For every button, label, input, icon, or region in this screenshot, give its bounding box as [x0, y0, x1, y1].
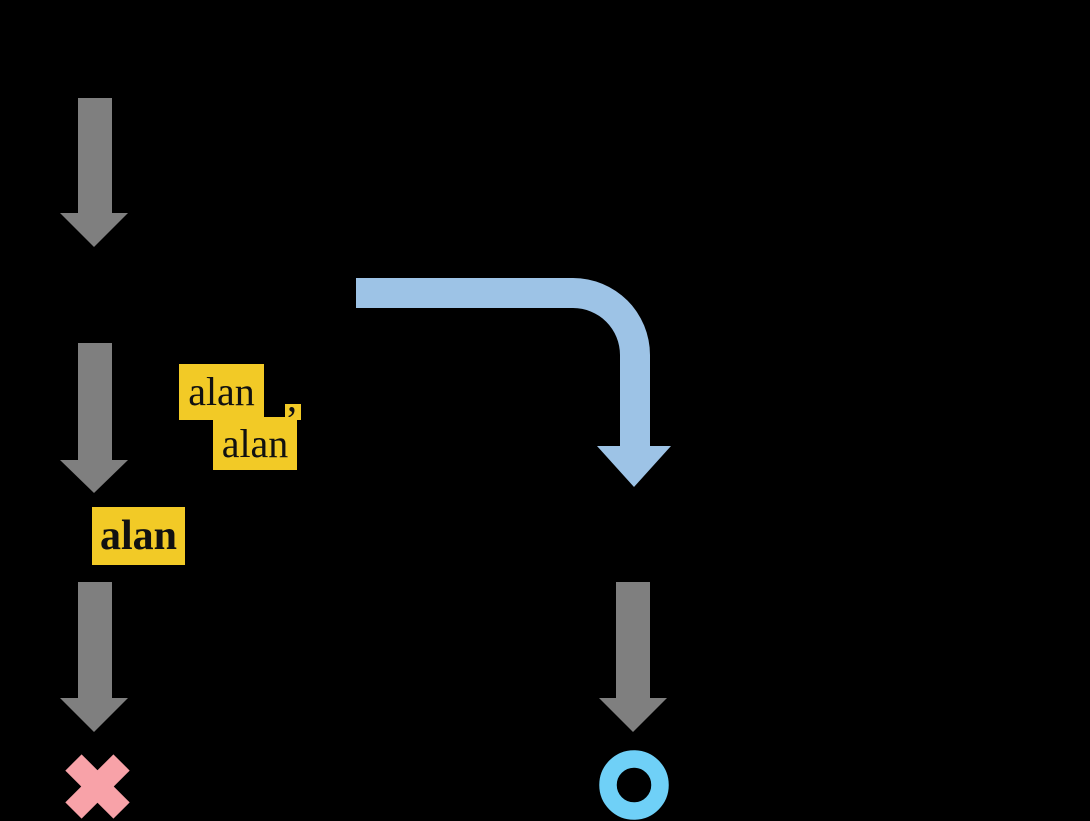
flow-down-arrow-1-icon — [60, 98, 128, 247]
highlight-comma: , — [285, 378, 301, 420]
highlight-alan-1: alan — [179, 364, 264, 420]
arrow-shaft — [78, 343, 112, 460]
highlight-alan-3-label: alan — [99, 513, 178, 559]
highlight-alan-2-label: alan — [221, 420, 289, 466]
arrow-shaft — [78, 582, 112, 698]
arrow-head — [60, 698, 128, 732]
cross-icon — [65, 754, 130, 819]
ring-icon — [599, 750, 669, 820]
flow-down-arrow-right-icon — [599, 582, 667, 732]
highlight-comma-label: , — [287, 375, 297, 420]
arrow-shaft — [616, 582, 650, 698]
bypass-curved-arrow-icon — [356, 278, 671, 487]
arrow-head — [60, 213, 128, 247]
flow-down-arrow-2-icon — [60, 343, 128, 493]
cross-arm — [65, 754, 130, 819]
highlight-alan-1-label: alan — [188, 369, 255, 414]
highlight-alan-2: alan — [213, 417, 297, 470]
arrow-head — [599, 698, 667, 732]
arrow-shaft — [78, 98, 112, 214]
flow-down-arrow-3-icon — [60, 582, 128, 732]
highlight-alan-3: alan — [92, 507, 185, 565]
arrow-head — [60, 460, 128, 493]
